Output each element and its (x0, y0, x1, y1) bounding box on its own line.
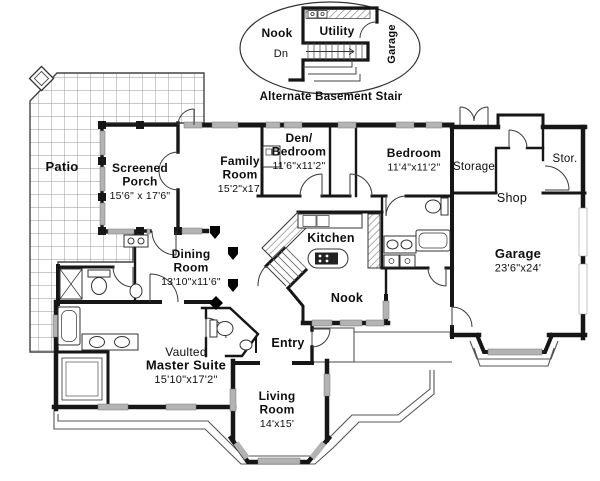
marker-4 (209, 296, 223, 310)
patio-door (177, 108, 195, 126)
master-vanity (81, 333, 139, 351)
utility-door (359, 21, 377, 39)
sink-bath1 (129, 283, 143, 299)
porch-double-door (158, 151, 179, 191)
garage-door-panel (487, 348, 543, 356)
room-label-living-room-line-0: Living (259, 389, 296, 403)
front-door (311, 328, 331, 348)
room-label-garage: Garage 23'6"x24' (495, 246, 541, 275)
toilet-bath2 (425, 197, 449, 216)
room-label-patio: Patio (45, 159, 78, 174)
room-label-family-room-line-0: Family (220, 154, 260, 168)
room-label-nook-line-0: Nook (331, 291, 363, 305)
room-label-nook: Nook (331, 291, 363, 305)
garage-entry-door (451, 306, 473, 328)
den-door (299, 173, 323, 197)
room-label-master-suite-line-0: Vaulted (165, 345, 207, 359)
room-label-screened-porch-line-1: Porch (122, 175, 157, 189)
room-label-dining-room-line-0: Dining (172, 247, 211, 261)
room-label-dining-room-line-1: Room (174, 261, 209, 275)
room-label-family-room-line-2: 15'2"x17' (218, 183, 262, 195)
washer-dryer (383, 254, 416, 268)
hall-door (427, 267, 447, 287)
porch-hall-door (151, 230, 177, 256)
room-label-kitchen-line-0: Kitchen (307, 231, 355, 245)
room-label-shop: Shop (497, 191, 527, 205)
sink-powder (239, 339, 253, 351)
room-label-screened-porch-line-2: 15'6" x 17'6" (110, 190, 171, 202)
inset-garage: Garage (386, 24, 398, 63)
fireplace (262, 145, 281, 168)
room-label-living-room-line-1: Room (260, 403, 295, 417)
kitchen-island (307, 248, 349, 269)
room-label-patio-line-0: Patio (45, 159, 78, 174)
kitchen-east-counter (367, 213, 381, 269)
room-label-entry: Entry (271, 336, 304, 350)
inset-dn: Dn (274, 48, 289, 60)
patio-corner-spa (28, 65, 55, 92)
inset-lower-steps (303, 60, 361, 82)
master-tub (57, 306, 81, 346)
marker-3 (228, 279, 238, 292)
storage-french-doors (459, 106, 489, 125)
utility-sink (307, 10, 328, 19)
room-label-family-room-line-1: Room (223, 168, 258, 182)
room-label-garage-line-1: 23'6"x24' (495, 263, 541, 275)
room-label-stor: Stor. (553, 153, 578, 165)
walk-in-closet-shelves (61, 357, 103, 401)
stor-door (544, 165, 570, 191)
room-label-master-suite-line-1: Master Suite (146, 358, 226, 373)
room-label-den-bedroom-line-0: Den/ (285, 131, 312, 145)
room-label-den-bedroom-line-1: Bedroom (272, 145, 326, 159)
utility-counter (305, 9, 371, 19)
marker-2 (228, 247, 238, 260)
inset-utility: Utility (319, 24, 354, 38)
bath2-door (385, 195, 407, 217)
kitchen-counters (261, 211, 381, 269)
shower (59, 268, 83, 300)
doors (112, 106, 570, 348)
toilet-bath1 (87, 269, 111, 295)
vanity-bath2 (383, 235, 417, 254)
fixtures (57, 145, 451, 401)
room-label-bedroom: Bedroom 11'4"x11'2" (387, 146, 441, 174)
stair-door (257, 265, 287, 287)
room-label-entry-line-0: Entry (271, 336, 304, 350)
bath1-door (112, 266, 134, 288)
inset-nook: Nook (262, 26, 293, 40)
stair-treads (268, 246, 308, 286)
room-label-shop-line-0: Shop (497, 191, 527, 205)
room-label-screened-porch-line-0: Screened (112, 161, 168, 175)
marker-1 (210, 226, 220, 239)
bedroom-door (349, 173, 373, 197)
tub-bath2 (415, 229, 451, 252)
windows (52, 121, 588, 465)
master-hall-door (149, 273, 179, 303)
room-label-bedroom-line-0: Bedroom (387, 146, 441, 160)
room-label-dining-room-line-2: 13'10"x11'6" (161, 276, 221, 288)
column-markers (209, 226, 238, 310)
stair-direction-arrow (306, 48, 355, 55)
room-label-storage-line-0: Storage (453, 161, 495, 173)
room-label-storage: Storage (453, 161, 495, 173)
shop-door (508, 129, 528, 149)
room-label-bedroom-line-1: 11'4"x11'2" (388, 162, 441, 174)
range-icon (315, 252, 338, 265)
room-label-kitchen: Kitchen (307, 231, 355, 245)
room-label-den-bedroom-line-2: 11'6"x11'2" (273, 160, 326, 172)
inset-caption: Alternate Basement Stair (260, 91, 403, 103)
room-label-garage-line-0: Garage (495, 246, 541, 261)
room-label-living-room-line-2: 14'x15' (260, 418, 294, 430)
room-label-stor-line-0: Stor. (553, 153, 578, 165)
room-label-master-suite-line-2: 15'10"x17'2" (154, 374, 217, 386)
wet-bar (123, 234, 149, 248)
toilet-powder (209, 319, 234, 338)
